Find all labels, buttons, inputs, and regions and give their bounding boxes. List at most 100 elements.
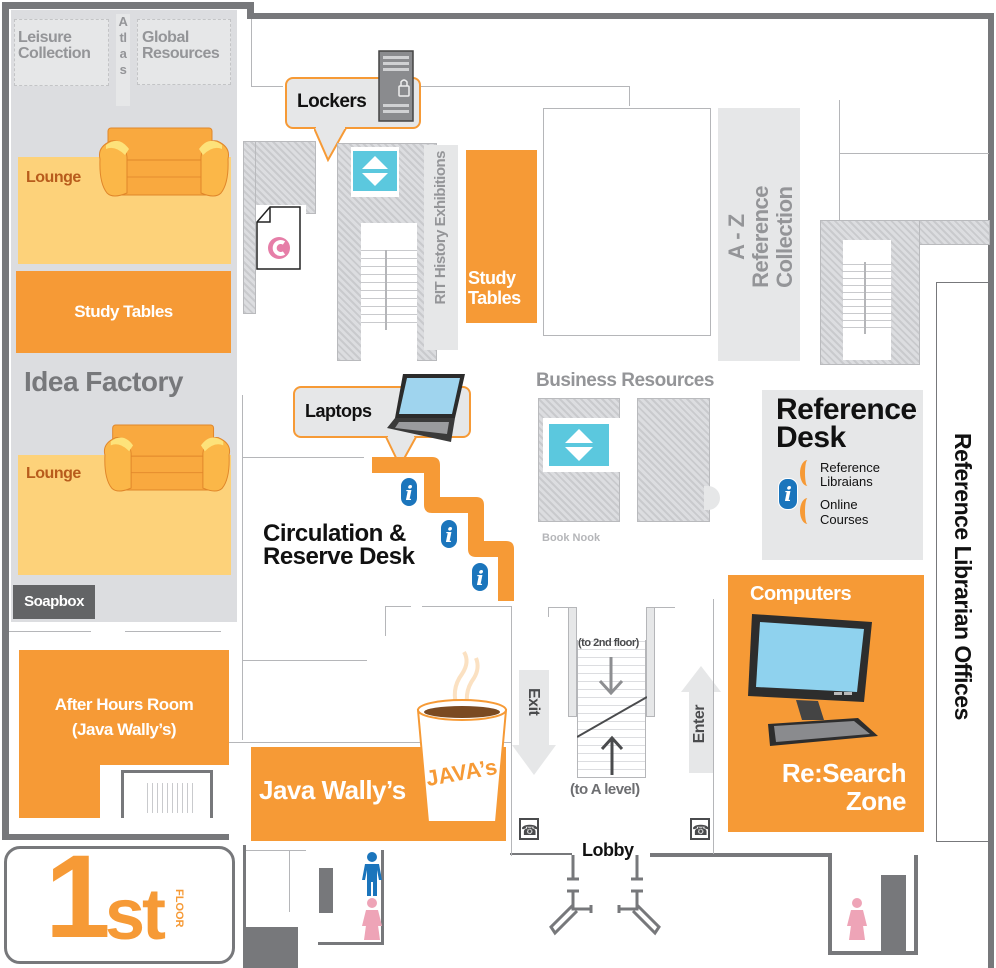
info-icon: i — [778, 478, 798, 510]
laptop-icon — [387, 374, 465, 442]
lounge-bottom-label: Lounge — [26, 465, 81, 482]
outer-wall-right — [988, 13, 994, 968]
stairs-rail — [864, 262, 866, 334]
az-line3: Collection — [772, 186, 797, 288]
floor-number: 1 — [45, 831, 111, 963]
enter-label: Enter — [691, 705, 708, 744]
az-line1: A - Z — [724, 214, 749, 260]
idea-factory-title: Idea Factory — [24, 366, 183, 397]
study-tables-left-label: Study Tables — [74, 302, 173, 321]
reference-desk-item-librarians: Reference Libraians — [820, 461, 880, 489]
cafe-top-line — [229, 742, 511, 743]
sofa-icon — [99, 127, 229, 197]
copyright-document-icon — [256, 206, 301, 270]
restroom-right-block — [881, 875, 906, 953]
wall-segment — [243, 845, 246, 930]
room-line — [385, 606, 411, 607]
info-icon[interactable]: i — [471, 562, 489, 592]
info-icon[interactable]: i — [440, 519, 458, 549]
staircase-split-line — [577, 696, 647, 738]
door-line — [125, 631, 221, 632]
restroom-left[interactable] — [318, 850, 384, 945]
study-tables-center-area[interactable]: Study Tables — [466, 150, 537, 323]
atlas-label: Atlas — [118, 14, 128, 77]
atlas-area[interactable]: Atlas — [116, 14, 130, 106]
info-icon[interactable]: i — [400, 477, 418, 507]
inner-line-top-h2 — [420, 86, 630, 87]
global-resources-area[interactable]: Global Resources — [137, 19, 231, 85]
az-line2: Reference — [748, 186, 773, 288]
book-nook-label: Book Nook — [542, 532, 601, 544]
lockers-label: Lockers — [297, 91, 367, 112]
item-line2: Libraians — [820, 474, 873, 489]
soapbox-area[interactable]: Soapbox — [13, 585, 95, 619]
women-restroom-icon — [362, 898, 382, 940]
up-arrow-icon — [600, 735, 624, 775]
stairs-steps — [143, 783, 195, 813]
phone-icon[interactable]: ☎ — [690, 818, 710, 840]
study-tables-center-label: Study Tables — [468, 268, 521, 308]
lobby-label: Lobby — [582, 840, 634, 860]
az-reference-collection[interactable]: A - Z Reference Collection — [718, 108, 800, 361]
sofa-icon — [103, 424, 231, 492]
shelf-round-end — [704, 486, 720, 510]
reference-librarian-offices[interactable]: Reference Librarian Offices — [936, 282, 988, 842]
reference-desk[interactable]: Reference Desk i Reference Libraians Onl… — [762, 390, 923, 560]
study-tables-left-area[interactable]: Study Tables — [16, 271, 231, 353]
callout-pointer — [314, 126, 347, 162]
lobby-wall-left — [510, 853, 572, 855]
exit-arrow[interactable]: Exit — [519, 670, 549, 746]
room-line — [385, 606, 386, 636]
stair-wall-left — [568, 607, 577, 717]
desktop-computer-icon — [748, 614, 878, 746]
business-resources-label: Business Resources — [536, 370, 714, 391]
down-arrow-icon — [598, 657, 624, 695]
room-line — [422, 606, 512, 607]
item-line1: Online — [820, 497, 858, 512]
reference-librarian-offices-label: Reference Librarian Offices — [950, 433, 976, 720]
elevator-arrows-icon — [565, 429, 593, 461]
leisure-collection-area[interactable]: Leisure Collection — [14, 19, 109, 86]
elevator-arrows-icon — [362, 156, 388, 186]
research-line1: Re:Search — [781, 758, 907, 788]
floor-badge: 1 st FLOOR — [4, 837, 235, 964]
business-shelf-right — [637, 398, 710, 522]
wall-thin — [246, 850, 306, 851]
room-line — [242, 395, 243, 740]
enter-arrow[interactable]: Enter — [689, 691, 713, 773]
coffee-cup-icon: JAVA’s — [416, 650, 508, 823]
circulation-reserve-desk-label[interactable]: Circulation & Reserve Desk — [263, 522, 415, 569]
wall-bottom-left — [9, 834, 229, 840]
outer-wall-top — [247, 13, 993, 19]
room-line — [242, 660, 367, 661]
to-2nd-floor-label: (to 2nd floor) — [578, 637, 639, 649]
after-hours-line2: (Java Wally’s) — [71, 720, 177, 739]
entrance-doors-icon — [549, 855, 661, 936]
inner-line-top-h — [251, 86, 283, 87]
reference-desk-title: Reference Desk — [776, 395, 917, 453]
lobby-wall-right — [650, 853, 832, 857]
lounge-top-label: Lounge — [26, 169, 81, 186]
stair-wall — [548, 607, 568, 608]
rit-history-label: RIT History Exhibitions — [432, 151, 449, 305]
restroom-right[interactable] — [828, 855, 918, 955]
elevator-up-down-icon[interactable] — [549, 424, 609, 466]
leisure-collection-label: Leisure Collection — [18, 29, 91, 62]
orange-bracket-icon — [800, 460, 815, 486]
wall-block — [243, 927, 298, 968]
restroom-divider — [319, 868, 333, 913]
research-zone[interactable]: Computers Re:Search Zone — [728, 575, 924, 832]
inner-line-top-v2 — [629, 86, 630, 106]
exit-arrowhead — [512, 745, 556, 775]
inner-line-right-block — [839, 153, 989, 154]
phone-icon[interactable]: ☎ — [519, 818, 539, 840]
research-zone-label: Re:Search Zone — [781, 758, 907, 815]
exit-label: Exit — [525, 688, 542, 716]
orange-bracket-icon — [800, 498, 815, 524]
elevator-up-down-icon[interactable] — [353, 151, 397, 191]
door-line — [9, 631, 91, 632]
rit-history-exhibitions[interactable]: RIT History Exhibitions — [424, 145, 458, 350]
stairwell-frame — [121, 770, 213, 818]
floor-word: FLOOR — [173, 889, 185, 928]
after-hours-label: After Hours Room (Java Wally’s) — [19, 650, 229, 742]
